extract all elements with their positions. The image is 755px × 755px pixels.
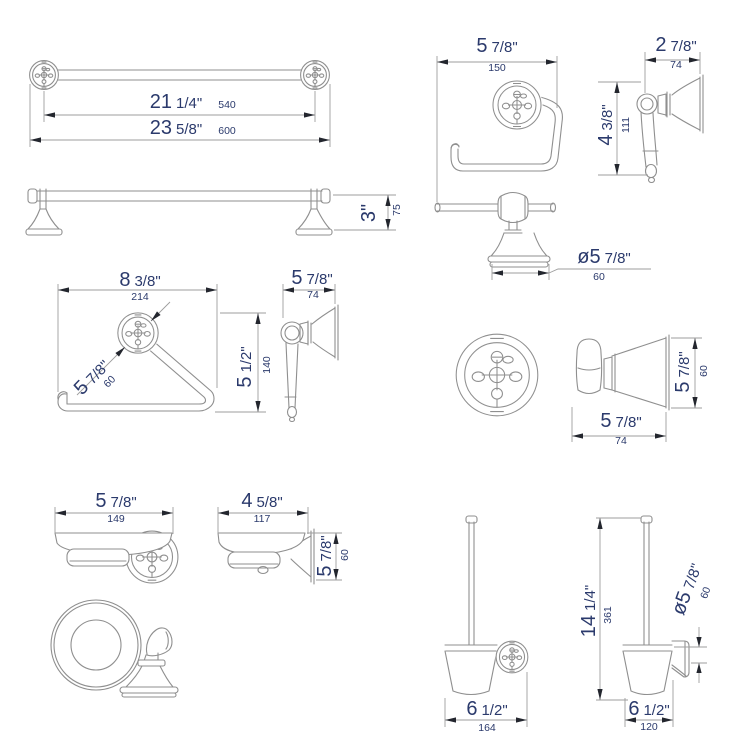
dim-soap-dish-depth-mm: 117 (253, 512, 271, 525)
dim-soap-dish-height-mm: 60 (338, 549, 351, 561)
dim-towel-bar-center-to-center-mm: 540 (218, 98, 236, 111)
soap-dish-side-view (217, 507, 342, 585)
dim-robe-hook-height-mm: 60 (697, 365, 710, 377)
dim-toilet-brush-height-mm: 361 (601, 606, 614, 624)
dim-paper-holder-flange-mm: 60 (593, 270, 605, 283)
dim-towel-bar-height-mm: 75 (390, 204, 403, 216)
dim-towel-ring-width-mm: 214 (131, 290, 149, 303)
dim-paper-holder-width-mm: 150 (488, 61, 506, 74)
dim-toilet-brush-width-front-mm: 164 (478, 721, 496, 734)
soap-dish-top-view (50, 599, 179, 698)
towel-bar-side-view (25, 188, 396, 236)
robe-hook-front-view (455, 333, 539, 417)
dim-toilet-brush-width-side-mm: 120 (640, 720, 658, 733)
robe-hook-side-view (571, 334, 702, 442)
dim-soap-dish-width-mm: 149 (107, 512, 125, 525)
dim-paper-holder-depth-mm: 74 (670, 58, 682, 71)
paper-holder-side-view (598, 52, 704, 184)
towel-ring-front-view (57, 284, 266, 413)
towel-bar-front-view (29, 60, 331, 147)
dim-towel-bar-overall-mm: 600 (218, 124, 236, 137)
soap-dish-front-view (54, 507, 179, 584)
dim-towel-ring-height-mm: 140 (260, 356, 273, 374)
dim-towel-bar-height: 3" (358, 203, 380, 223)
dim-towel-ring-depth-mm: 74 (307, 288, 319, 301)
paper-holder-top-view (434, 191, 651, 280)
toilet-brush-side-view (596, 515, 707, 727)
paper-holder-front-view (436, 56, 563, 202)
towel-ring-side-view (280, 284, 339, 423)
dim-robe-hook-depth-mm: 74 (615, 434, 627, 447)
toilet-brush-front-view (444, 515, 529, 727)
dim-paper-holder-height-mm: 111 (619, 117, 632, 133)
